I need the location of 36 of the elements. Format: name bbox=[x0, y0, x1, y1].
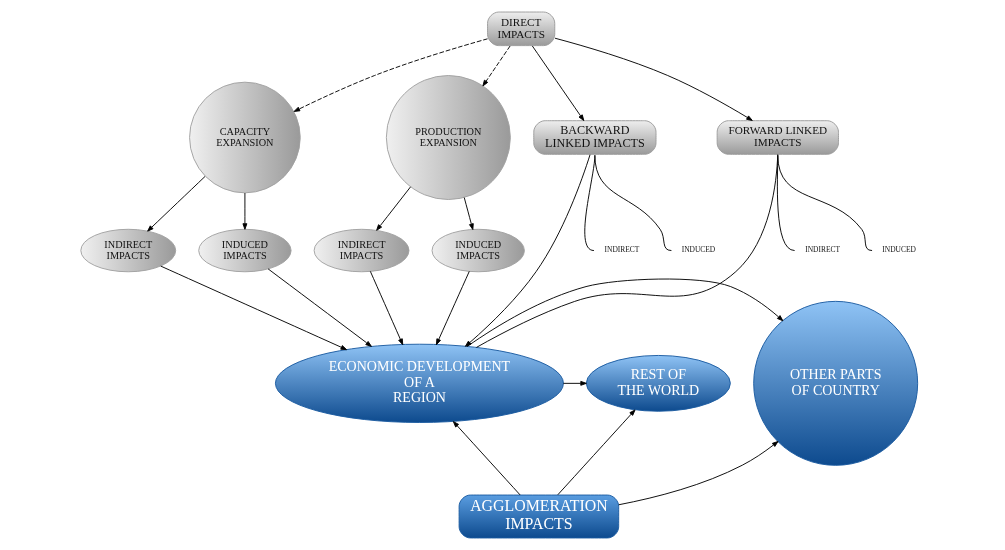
arrow bbox=[242, 192, 247, 230]
node-box: BACKWARD LINKED IMPACTS bbox=[532, 120, 656, 155]
node-circle: OTHER PARTS OF COUNTRY bbox=[752, 300, 918, 466]
connector bbox=[776, 154, 873, 251]
node-box: DIRECT IMPACTS bbox=[486, 11, 555, 47]
arrow bbox=[617, 441, 778, 506]
arrow bbox=[463, 197, 474, 230]
node-text: INDIRECT bbox=[804, 245, 840, 255]
arrow bbox=[562, 380, 587, 386]
arrow bbox=[556, 409, 635, 496]
node-text: INDIRECT bbox=[604, 245, 639, 255]
node-circle: PRODUCTION EXPANSION bbox=[385, 75, 511, 200]
node-box: FORWARD LINKED IMPACTS bbox=[716, 120, 839, 155]
node-text: INDUCED bbox=[881, 245, 916, 255]
arrow bbox=[146, 175, 206, 232]
node-ellipse: INDUCED IMPACTS bbox=[197, 228, 292, 273]
arrow bbox=[159, 265, 347, 351]
arrow bbox=[554, 37, 753, 121]
node-ellipse: INDIRECT IMPACTS bbox=[313, 228, 409, 273]
arrow bbox=[435, 270, 470, 346]
arrow bbox=[531, 45, 584, 122]
arrow bbox=[464, 154, 590, 347]
arrow bbox=[375, 186, 411, 231]
arrow bbox=[369, 270, 403, 346]
node-box: AGGLOMERATION IMPACTS bbox=[458, 494, 619, 539]
node-ellipse: INDUCED IMPACTS bbox=[431, 228, 525, 273]
connector bbox=[593, 154, 672, 251]
connector bbox=[475, 153, 778, 348]
node-ellipse: INDIRECT IMPACTS bbox=[79, 228, 176, 273]
node-text: INDUCED bbox=[681, 245, 715, 255]
arrow bbox=[481, 45, 511, 87]
arrow bbox=[452, 421, 521, 496]
arrow bbox=[293, 38, 488, 112]
arrow bbox=[267, 268, 372, 347]
arrow bbox=[466, 278, 783, 348]
node-ellipse: REST OF THE WORLD bbox=[585, 354, 731, 412]
